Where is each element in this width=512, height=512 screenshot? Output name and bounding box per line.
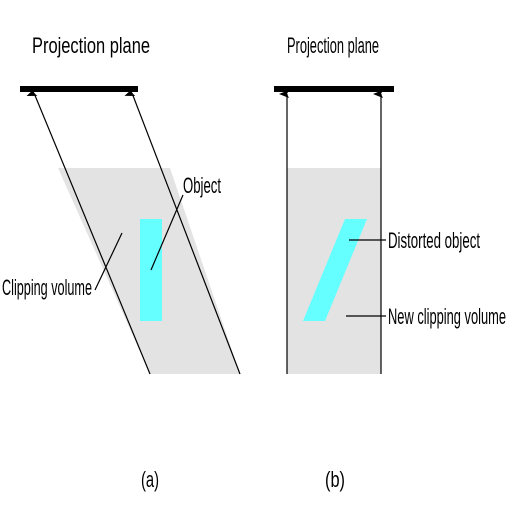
object-label: Object (183, 173, 221, 198)
panel-a: Projection plane Object Clipping volume … (2, 33, 241, 492)
new-clipping-volume-label: New clipping volume (388, 304, 506, 329)
projection-plane-bar-b (274, 86, 394, 92)
caption-a: (a) (141, 467, 159, 492)
caption-b: (b) (325, 467, 345, 492)
clip-leader-line (94, 232, 123, 291)
distorted-object-label: Distorted object (388, 228, 480, 253)
panel-b: Projection plane Distorted object New cl… (274, 33, 506, 492)
clipping-volume-label: Clipping volume (2, 275, 92, 300)
projection-plane-label-a: Projection plane (32, 33, 150, 58)
projection-plane-label-b: Projection plane (287, 33, 379, 58)
object-leader-line (150, 194, 184, 271)
projection-plane-bar-a (20, 86, 138, 92)
distorted-object-shape (303, 219, 367, 321)
projector-line-a-left (26, 88, 151, 375)
projector-line-a-right (124, 88, 241, 375)
